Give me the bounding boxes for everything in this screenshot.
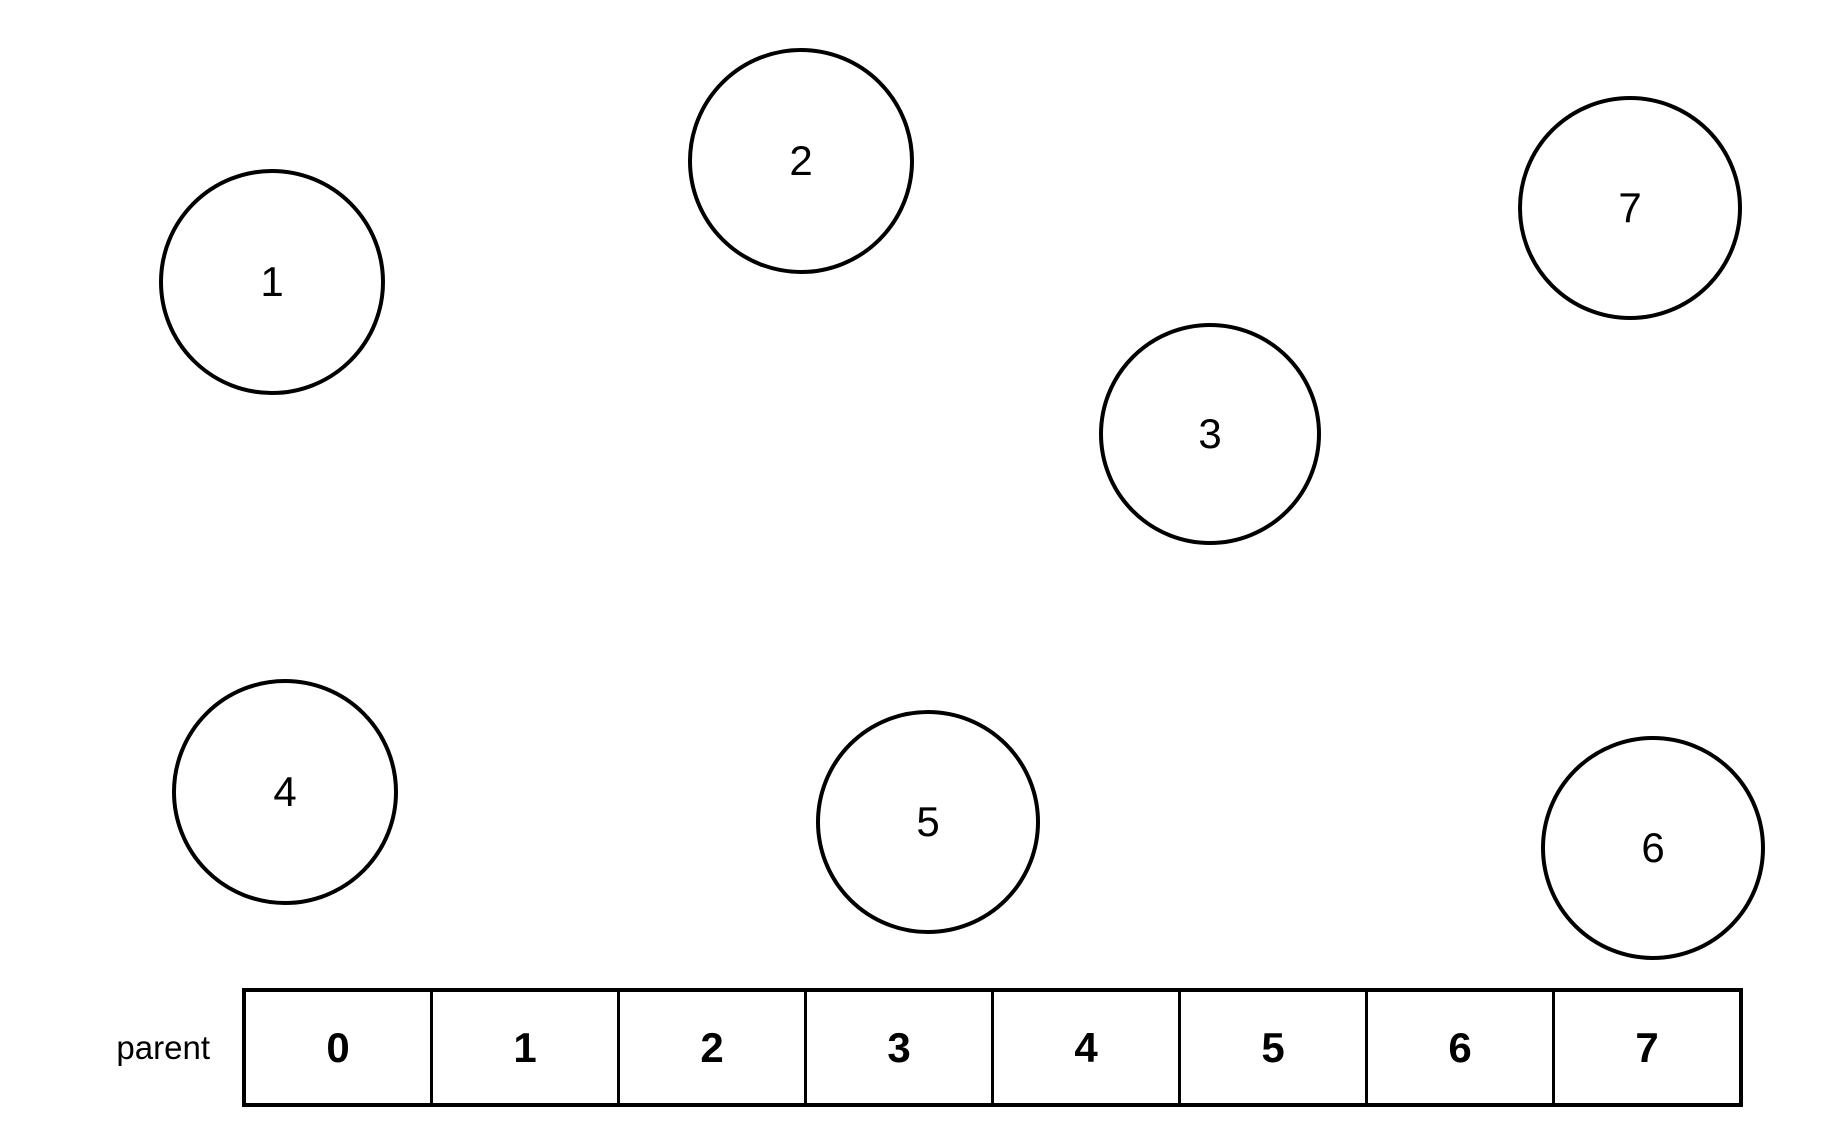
node-label-6: 6 [1641,824,1665,871]
parent-array-cell-3: 3 [807,992,994,1103]
node-label-5: 5 [916,798,940,845]
parent-array-cell-6: 6 [1368,992,1555,1103]
parent-array: 0 1 2 3 4 5 6 7 [242,988,1743,1107]
parent-array-cell-4: 4 [994,992,1181,1103]
node-label-4: 4 [273,768,297,815]
parent-array-cell-2: 2 [620,992,807,1103]
set-node-7: 7 [1518,96,1742,320]
parent-array-cell-7: 7 [1635,1023,1659,1071]
set-node-6: 6 [1541,736,1765,960]
set-node-5: 5 [816,710,1040,934]
set-node-1: 1 [159,169,385,395]
node-label-2: 2 [789,137,813,184]
set-node-2: 2 [688,48,914,274]
set-node-3: 3 [1099,323,1321,545]
parent-array-cell-5: 5 [1181,992,1368,1103]
set-node-4: 4 [172,679,398,905]
node-label-3: 3 [1198,410,1222,457]
parent-array-label: parent [116,1029,210,1066]
node-label-7: 7 [1618,184,1642,231]
node-label-1: 1 [260,258,284,305]
parent-array-cell-0: 0 [246,992,433,1103]
parent-array-cell-1: 1 [433,992,620,1103]
